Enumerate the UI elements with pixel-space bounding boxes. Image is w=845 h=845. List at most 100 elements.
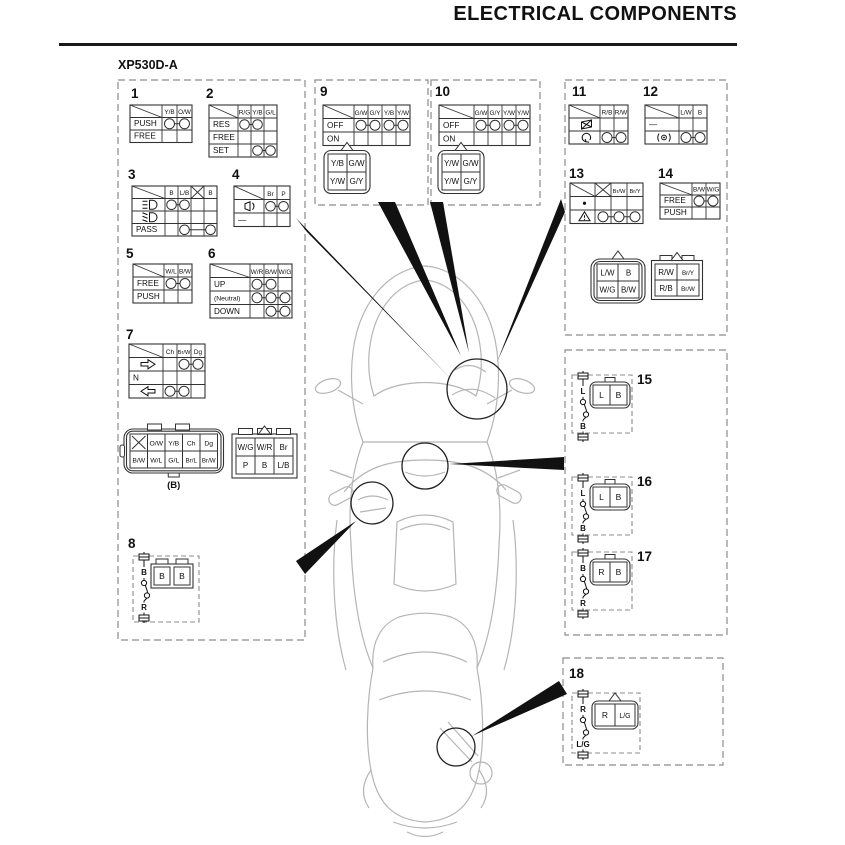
- highlight-circle-1: [446, 358, 508, 420]
- row-label: FREE: [137, 279, 159, 288]
- leader-arrow-2: [378, 202, 461, 356]
- column-header: R/W: [615, 110, 628, 117]
- row-label: FREE: [213, 133, 235, 142]
- column-header: Br/Y: [629, 189, 640, 195]
- wire-label-top: R: [580, 705, 586, 714]
- column-header: G/W: [475, 110, 489, 117]
- row-label: —: [649, 120, 658, 129]
- column-header: O/W: [178, 109, 192, 116]
- item-number-3: 3: [128, 167, 136, 182]
- row-label: ON: [443, 135, 455, 144]
- item-number-8: 8: [128, 536, 136, 551]
- column-header: R/G: [239, 110, 250, 117]
- column-header: G/Y: [369, 110, 381, 117]
- pin-label: B: [262, 461, 267, 470]
- pin-label: Br: [280, 443, 288, 452]
- group-box-switch-10: [430, 79, 541, 206]
- item-number-2: 2: [206, 86, 214, 101]
- pin-label: B: [616, 492, 622, 502]
- low-beam-icon: [142, 212, 158, 223]
- wire-label-bottom: L/G: [576, 740, 589, 749]
- column-header: B: [169, 190, 173, 197]
- pin-label: R: [598, 567, 604, 577]
- pin-label: B: [159, 571, 165, 581]
- column-header: G/Y: [489, 110, 501, 117]
- highlight-circle-2: [401, 442, 449, 490]
- wire-label-top: L: [581, 489, 586, 498]
- column-header: Y/W: [503, 110, 516, 117]
- pin-label: B: [616, 390, 622, 400]
- leader-arrow-4: [497, 199, 565, 362]
- column-header: L/B: [180, 190, 190, 197]
- column-header: Ch: [166, 349, 175, 356]
- group-box-right-switches: [564, 79, 728, 336]
- model-code: XP530D-A: [118, 58, 178, 72]
- arrow-right-icon: [140, 358, 156, 370]
- horn-icon: [244, 201, 255, 212]
- pin-label: L: [599, 390, 604, 400]
- dot-icon: [582, 201, 587, 205]
- pin-label: G/W: [463, 159, 479, 168]
- column-header: Y/B: [252, 110, 262, 117]
- pin-label: G/L: [168, 457, 179, 464]
- column-header: B: [208, 190, 212, 197]
- row-label: PUSH: [134, 119, 157, 128]
- group-box-rear-switch: [562, 657, 724, 766]
- pin-label: L/G: [619, 713, 630, 720]
- leader-arrow-3: [430, 202, 469, 353]
- pin-label: G/W: [349, 159, 365, 168]
- column-header: Y/B: [384, 110, 394, 117]
- item-number-15: 15: [637, 372, 653, 387]
- pin-label: W/G: [238, 443, 254, 452]
- column-header: W/G: [279, 269, 292, 276]
- column-header: P: [281, 191, 285, 198]
- item-number-18: 18: [569, 666, 585, 681]
- column-header: G/L: [265, 110, 276, 117]
- pin-label: B/W: [621, 285, 637, 294]
- row-label: SET: [213, 146, 229, 155]
- column-header: Y/B: [164, 109, 174, 116]
- pin-label: Dg: [204, 440, 213, 447]
- item-number-9: 9: [320, 84, 328, 99]
- engine-start-icon: [581, 132, 592, 143]
- column-header: W/R: [251, 269, 264, 276]
- pin-label: Ch: [187, 440, 196, 447]
- pin-label: L: [599, 492, 604, 502]
- row-label: RES: [213, 120, 230, 129]
- row-label: UP: [214, 280, 226, 289]
- pin-label: B: [179, 571, 185, 581]
- wire-label-bottom: B: [580, 524, 586, 533]
- row-label: N: [133, 374, 139, 383]
- item-number-7: 7: [126, 327, 134, 342]
- pin-label: Y/B: [331, 159, 344, 168]
- wire-label-top: B: [141, 568, 147, 577]
- wire-label-bottom: B: [580, 422, 586, 431]
- row-label: OFF: [327, 121, 343, 130]
- item-number-12: 12: [643, 84, 659, 99]
- item-number-16: 16: [637, 474, 653, 489]
- item-number-14: 14: [658, 166, 674, 181]
- item-number-13: 13: [569, 166, 585, 181]
- highlight-circle-4: [436, 727, 476, 767]
- column-header: W/G: [707, 187, 720, 194]
- pin-label: W/L: [150, 457, 162, 464]
- column-header: Br/W: [178, 350, 191, 356]
- pin-label: R/W: [658, 268, 674, 277]
- pin-label: B: [616, 567, 622, 577]
- pin-label: G/Y: [464, 177, 478, 186]
